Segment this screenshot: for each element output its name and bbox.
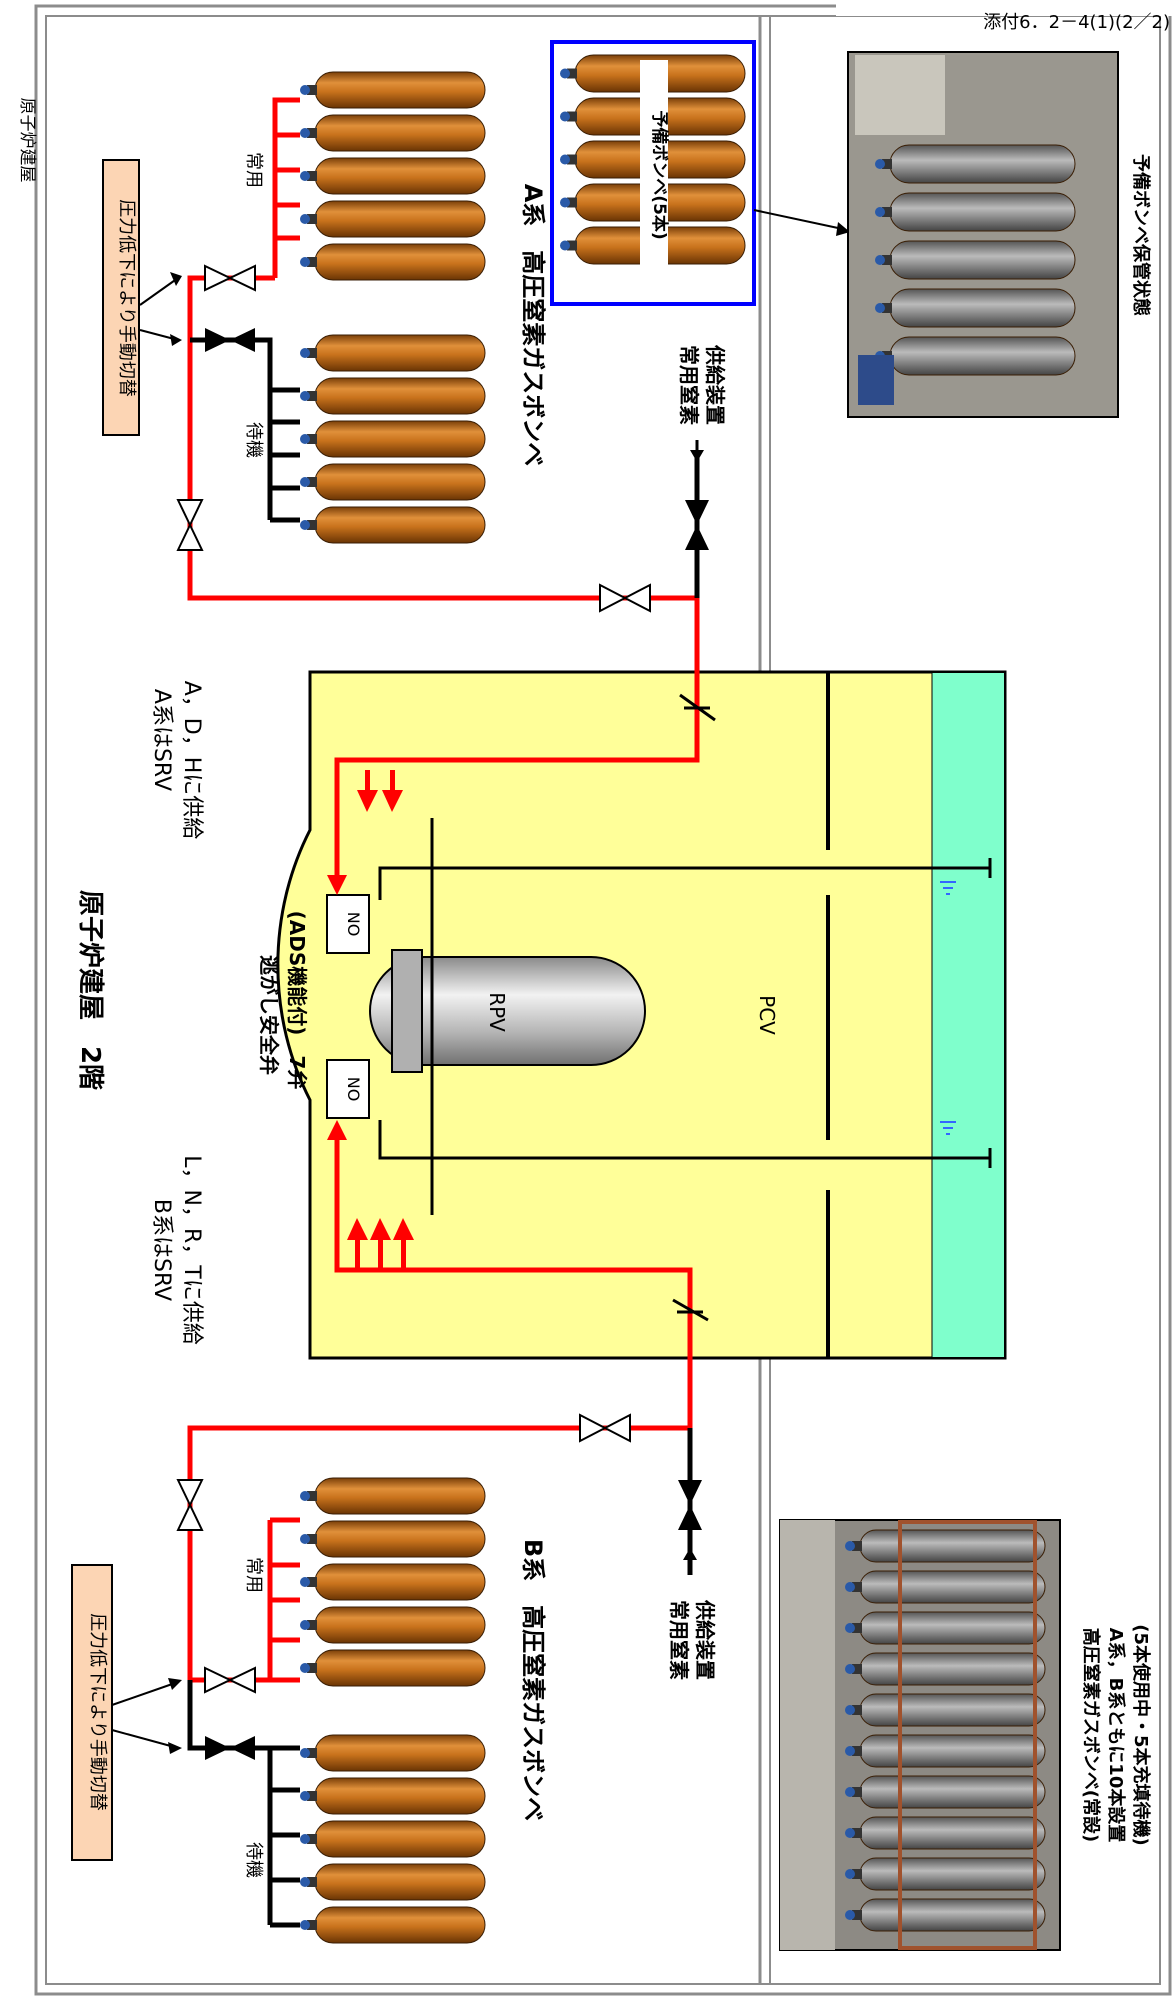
svg-text:高圧窒素ガスボンベ(常設): 高圧窒素ガスボンベ(常設): [1080, 1628, 1102, 1842]
nitrogen-cylinder: [300, 1821, 485, 1857]
photo-cylinder: [875, 193, 1075, 231]
b-standby-label: 待機: [243, 1842, 264, 1878]
svg-text:常用窒素: 常用窒素: [677, 345, 701, 425]
photo-cylinder: [845, 1653, 1045, 1685]
supply-b-note: B系はSRV L，N，R，Tに供給: [149, 1155, 204, 1344]
nitrogen-cylinder: [300, 1907, 485, 1943]
b-valve-line: [580, 1415, 630, 1441]
nitrogen-cylinder: [300, 72, 485, 108]
a-normal-cylinders: [300, 72, 485, 280]
b-standby-cylinders: [300, 1735, 485, 1943]
spare-photo: 予備ボンベ保管状態: [848, 52, 1152, 417]
svg-text:L，N，R，Tに供給: L，N，R，Tに供給: [179, 1155, 204, 1344]
nitrogen-cylinder: [300, 115, 485, 151]
spare-photo-caption: 予備ボンベ保管状態: [1130, 154, 1152, 316]
srv-valve-a: NO: [327, 895, 369, 953]
nitrogen-cylinder: [300, 464, 485, 500]
rpv: RPV: [370, 950, 645, 1072]
a-valve-standby: [205, 328, 255, 352]
svg-text:A系はSRV: A系はSRV: [149, 689, 174, 791]
nitrogen-cylinder: [300, 201, 485, 237]
nitrogen-cylinder: [300, 158, 485, 194]
photo-cylinder: [845, 1571, 1045, 1603]
srv-valve-b: NO: [327, 1060, 369, 1118]
nitrogen-cylinder: [300, 1521, 485, 1557]
photo-cylinder: [875, 241, 1075, 279]
a-manual-switch: 圧力低下により手動切替: [103, 160, 182, 435]
a-standby-cylinders: [300, 335, 485, 543]
pcv-label: PCV: [755, 995, 779, 1035]
photo-cylinder: [875, 145, 1075, 183]
svg-text:圧力低下により手動切替: 圧力低下により手動切替: [87, 1613, 108, 1811]
nitrogen-cylinder: [300, 1864, 485, 1900]
svg-text:(ADS機能付) 7弁: (ADS機能付) 7弁: [285, 911, 309, 1090]
spare-cylinder-box: 予備ボンベ(5本): [552, 42, 850, 304]
svg-text:(5本使用中・5本充填待機): (5本使用中・5本充填待機): [1130, 1624, 1152, 1846]
svg-text:供給装置: 供給装置: [693, 1599, 717, 1680]
photo-cylinder: [845, 1735, 1045, 1767]
nitrogen-cylinder: [300, 1564, 485, 1600]
supply-a-note: A系はSRV A，D，Hに供給: [149, 681, 204, 840]
photo-cylinder: [875, 337, 1075, 375]
b-manual-switch: 圧力低下により手動切替: [72, 1565, 182, 1860]
a-normal-supply: 常用窒素 供給装置: [677, 344, 727, 425]
floor-title: 原子炉建屋 2階: [75, 890, 105, 1090]
photo-cylinder: [845, 1694, 1045, 1726]
b-normal-supply: 常用窒素 供給装置: [667, 1599, 717, 1680]
photo-cylinder: [845, 1612, 1045, 1644]
nitrogen-cylinder: [300, 1478, 485, 1514]
a-valve-normal: [205, 266, 255, 290]
photo-cylinder: [845, 1776, 1045, 1808]
nitrogen-cylinder: [300, 244, 485, 280]
svg-text:NO: NO: [344, 1077, 363, 1102]
a-valve-main: [178, 500, 202, 550]
b-valve-standby: [205, 1736, 255, 1760]
nitrogen-cylinder: [300, 1778, 485, 1814]
svg-text:B系はSRV: B系はSRV: [149, 1199, 174, 1301]
photo-cylinder: [845, 1899, 1045, 1931]
svg-text:A，D，Hに供給: A，D，Hに供給: [179, 681, 204, 840]
b-normal-label: 常用: [243, 1557, 264, 1593]
bank-photo: [780, 1520, 1060, 1950]
nitrogen-cylinder: [300, 1650, 485, 1686]
nitrogen-cylinder: [300, 1607, 485, 1643]
nitrogen-cylinder: [300, 507, 485, 543]
a-bank-title: A系 高圧窒素ガスボンベ: [519, 184, 547, 467]
b-valve-main: [178, 1480, 202, 1530]
spare-cylinder-label: 予備ボンベ(5本): [649, 110, 670, 239]
b-check-normal: [678, 1480, 702, 1560]
svg-text:供給装置: 供給装置: [703, 344, 727, 425]
b-bank-title: B系 高圧窒素ガスボンベ: [519, 1539, 547, 1821]
photo-cylinder: [845, 1530, 1045, 1562]
svg-text:圧力低下により手動切替: 圧力低下により手動切替: [116, 199, 137, 397]
nitrogen-cylinder: [300, 421, 485, 457]
b-valve-normal: [205, 1668, 255, 1692]
nitrogen-cylinder: [300, 378, 485, 414]
photo-cylinder: [875, 289, 1075, 327]
svg-text:常用窒素: 常用窒素: [667, 1600, 691, 1680]
building-label: 原子炉建屋: [17, 98, 37, 183]
bank-photo-caption: 高圧窒素ガスボンベ(常設) A系，B系ともに10本設置 (5本使用中・5本充填待…: [1080, 1624, 1152, 1846]
svg-text:NO: NO: [344, 912, 363, 937]
svg-text:A系，B系ともに10本設置: A系，B系ともに10本設置: [1105, 1628, 1127, 1843]
a-standby-label: 待機: [243, 422, 264, 458]
rpv-label: RPV: [485, 992, 509, 1032]
doc-ref: 添付6．2－4(1)(2／2): [983, 12, 1170, 33]
photo-cylinder: [845, 1858, 1045, 1890]
b-normal-cylinders: [300, 1478, 485, 1686]
a-valve-line: [600, 585, 650, 611]
nitrogen-cylinder: [300, 1735, 485, 1771]
photo-cylinder: [845, 1817, 1045, 1849]
svg-text:逃がし安全弁: 逃がし安全弁: [257, 955, 281, 1075]
nitrogen-cylinder: [300, 335, 485, 371]
a-normal-label: 常用: [243, 152, 264, 188]
